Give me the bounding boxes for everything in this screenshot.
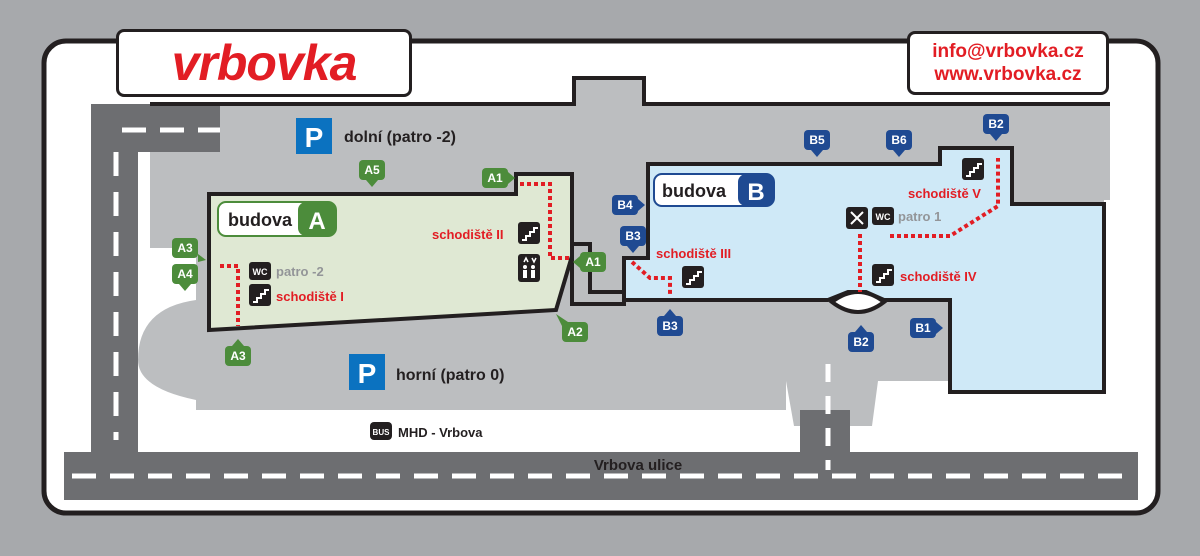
svg-text:B5: B5 bbox=[809, 133, 825, 147]
entrance-a5: A5 bbox=[359, 160, 385, 187]
entrance-b2-top: B2 bbox=[983, 114, 1009, 141]
contact-box: info@vrbovka.cz www.vrbovka.cz bbox=[907, 31, 1109, 95]
building-a bbox=[207, 172, 574, 333]
wc-label-b: WC bbox=[876, 212, 891, 222]
entrance-markers: A5 A1 A3 A4 A1 A3 A2 B5 B6 B2 B4 B3 B3 B… bbox=[172, 114, 1009, 366]
wc-icon: WC bbox=[872, 207, 894, 225]
svg-text:A5: A5 bbox=[364, 163, 380, 177]
floor-label-a: patro -2 bbox=[276, 264, 324, 279]
bus-icon: BUS bbox=[373, 428, 391, 437]
entrance-a2: A2 bbox=[556, 314, 588, 342]
wc-icon: WC bbox=[249, 262, 271, 280]
street-label: Vrbova ulice bbox=[594, 457, 682, 474]
parking-lower-label: dolní (patro -2) bbox=[344, 129, 456, 146]
svg-text:A2: A2 bbox=[567, 325, 583, 339]
svg-text:A4: A4 bbox=[177, 267, 193, 281]
entrance-a1-right: A1 bbox=[573, 252, 606, 272]
stairs-icon bbox=[872, 264, 894, 286]
svg-text:B4: B4 bbox=[617, 198, 633, 212]
stairs-label-4: schodiště IV bbox=[900, 269, 977, 284]
parking-upper-label: horní (patro 0) bbox=[396, 367, 504, 384]
logo: vrbovka bbox=[116, 29, 412, 97]
stairs-icon bbox=[518, 222, 540, 244]
parking-lower: P dolní (patro -2) bbox=[296, 118, 456, 154]
entrance-b5: B5 bbox=[804, 130, 830, 157]
stairs-icons bbox=[249, 158, 984, 306]
entrance-b6: B6 bbox=[886, 130, 912, 157]
svg-text:A1: A1 bbox=[487, 171, 503, 185]
entrance-b3-top: B3 bbox=[620, 226, 646, 253]
svg-text:B1: B1 bbox=[915, 321, 931, 335]
svg-text:A1: A1 bbox=[585, 255, 601, 269]
svg-text:A3: A3 bbox=[177, 241, 193, 255]
entrance-a3-bottom: A3 bbox=[225, 339, 251, 366]
site-outline bbox=[150, 76, 1110, 106]
entrance-a1-top: A1 bbox=[482, 168, 515, 188]
entrance-b4: B4 bbox=[612, 195, 645, 215]
stair-routes bbox=[220, 158, 1000, 326]
svg-text:A3: A3 bbox=[230, 349, 246, 363]
stairs-label-3: schodiště III bbox=[656, 246, 731, 261]
contact-web[interactable]: www.vrbovka.cz bbox=[934, 64, 1082, 85]
roads bbox=[64, 104, 1138, 500]
building-b-name: budova bbox=[662, 181, 727, 201]
svg-text:B3: B3 bbox=[625, 229, 641, 243]
restaurant-icon bbox=[846, 207, 868, 229]
parking-upper: P horní (patro 0) bbox=[349, 354, 504, 390]
entrance-a4: A4 bbox=[172, 264, 198, 291]
b-entrance-arch bbox=[828, 290, 888, 314]
stairs-icon bbox=[962, 158, 984, 180]
stairs-label-1: schodiště I bbox=[276, 289, 344, 304]
building-b-letter: B bbox=[747, 179, 764, 206]
stairs-icon bbox=[249, 284, 271, 306]
building-b-label: budova B bbox=[653, 173, 775, 207]
svg-text:B6: B6 bbox=[891, 133, 907, 147]
svg-text:B3: B3 bbox=[662, 319, 678, 333]
elevator-icon bbox=[518, 254, 540, 282]
logo-text: vrbovka bbox=[171, 35, 358, 91]
stairs-icon bbox=[682, 266, 704, 288]
parking-upper-icon: P bbox=[358, 358, 377, 389]
bus-stop: BUS MHD - Vrbova bbox=[370, 422, 483, 440]
building-a-name: budova bbox=[228, 210, 293, 230]
stairs-label-5: schodiště V bbox=[908, 186, 981, 201]
stairs-label-2: schodiště II bbox=[432, 227, 504, 242]
entrance-a3-top: A3 bbox=[172, 238, 206, 262]
bus-label: MHD - Vrbova bbox=[398, 425, 483, 440]
entrance-b2-bottom: B2 bbox=[848, 325, 874, 352]
building-b bbox=[622, 146, 1106, 394]
entrance-b3-bottom: B3 bbox=[657, 309, 683, 336]
svg-text:B2: B2 bbox=[853, 335, 869, 349]
parking-lower-icon: P bbox=[305, 122, 324, 153]
wc-label-a: WC bbox=[253, 267, 268, 277]
floor-label-b: patro 1 bbox=[898, 209, 941, 224]
building-a-label: budova A bbox=[217, 201, 337, 237]
svg-text:B2: B2 bbox=[988, 117, 1004, 131]
entrance-b1: B1 bbox=[910, 318, 943, 338]
building-a-letter: A bbox=[308, 208, 325, 235]
contact-email[interactable]: info@vrbovka.cz bbox=[932, 41, 1084, 62]
